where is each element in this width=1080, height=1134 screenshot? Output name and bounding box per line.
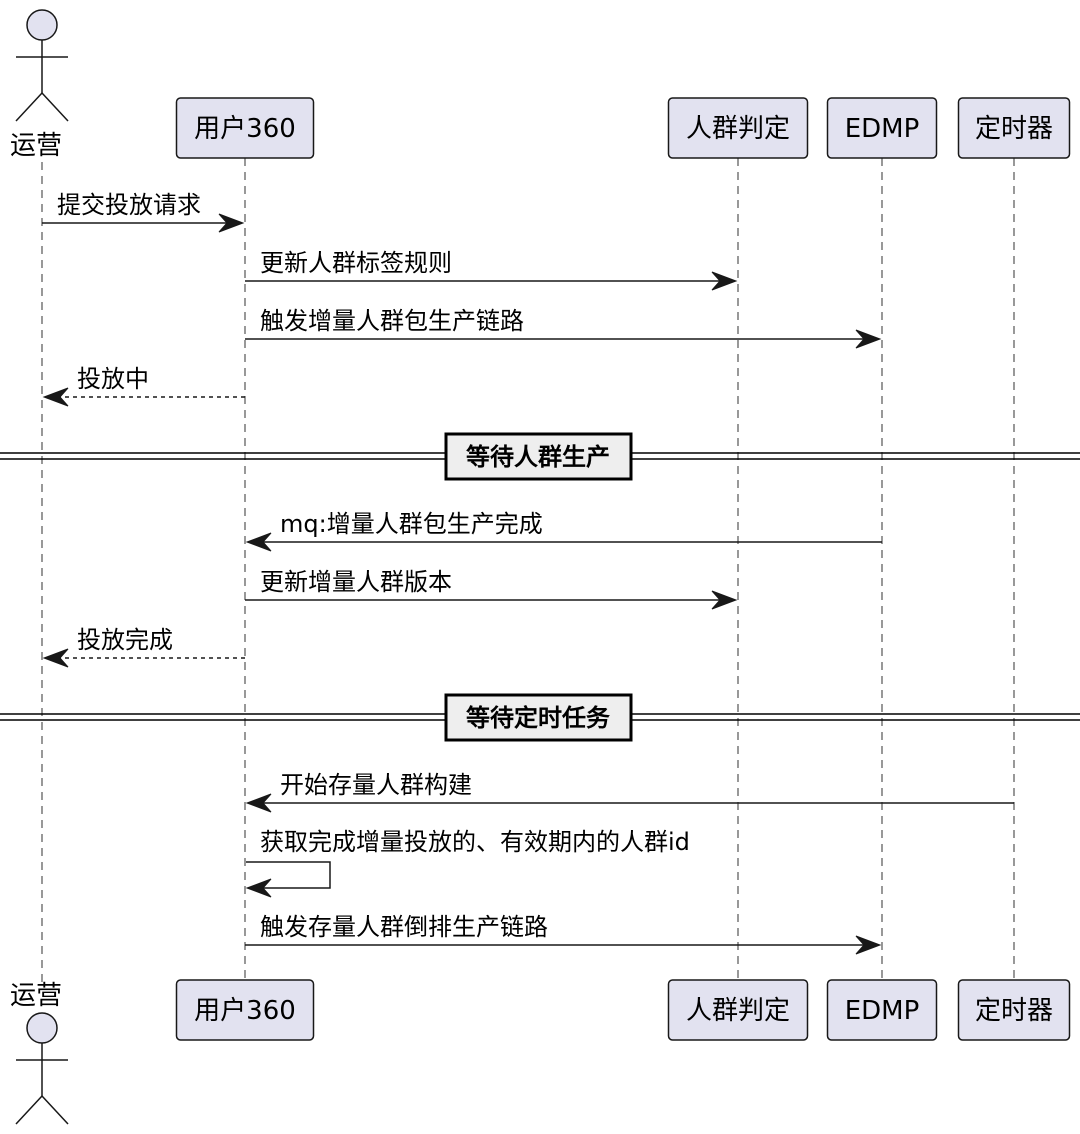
message-label: 提交投放请求 — [57, 191, 201, 219]
participant-label-crowd: 人群判定 — [686, 114, 790, 144]
divider-8: 等待定时任务 — [0, 693, 1080, 742]
participant-label-edmp: EDMP — [845, 996, 920, 1026]
divider-label: 等待定时任务 — [466, 704, 611, 732]
participant-label-timer: 定时器 — [975, 996, 1053, 1026]
arrowhead — [42, 648, 69, 668]
participant-crowd-top: 人群判定 — [667, 97, 809, 159]
message-2: 触发增量人群包生产链路 — [245, 307, 882, 349]
participant-timer-bottom: 定时器 — [957, 979, 1071, 1041]
participant-box — [667, 979, 809, 1041]
message-7: 投放完成 — [42, 626, 245, 668]
participant-box — [957, 97, 1071, 159]
arrowhead — [245, 878, 272, 898]
arrowhead — [855, 935, 882, 955]
arrowhead — [218, 213, 245, 233]
message-line — [246, 861, 331, 889]
message-label: 触发存量人群倒排生产链路 — [260, 913, 548, 941]
participant-timer-top: 定时器 — [957, 97, 1071, 159]
message-label: 开始存量人群构建 — [280, 771, 472, 799]
actor-ops-bottom — [15, 1012, 69, 1125]
participant-box — [175, 979, 315, 1041]
message-9: 开始存量人群构建 — [245, 771, 1014, 813]
arrowhead — [245, 532, 272, 552]
participant-u360-top: 用户360 — [175, 97, 315, 159]
arrowhead — [245, 793, 272, 813]
message-10: 获取完成增量投放的、有效期内的人群id — [245, 828, 690, 898]
arrowhead — [711, 271, 738, 291]
participant-label-ops-bottom: 运营 — [10, 981, 62, 1011]
divider-box — [444, 693, 633, 742]
participant-box — [826, 979, 938, 1041]
message-11: 触发存量人群倒排生产链路 — [245, 913, 882, 955]
message-label: 投放中 — [77, 365, 149, 393]
actor-head — [26, 9, 58, 41]
actor-leg-left — [15, 92, 43, 122]
actor-leg-left — [15, 1095, 43, 1125]
participant-box — [175, 97, 315, 159]
message-label: mq:增量人群包生产完成 — [280, 510, 543, 538]
arrowhead — [42, 387, 69, 407]
message-3: 投放中 — [42, 365, 245, 407]
message-6: 更新增量人群版本 — [245, 568, 738, 610]
message-5: mq:增量人群包生产完成 — [245, 510, 882, 552]
actor-leg-right — [41, 1095, 69, 1125]
participant-label-u360: 用户360 — [194, 114, 296, 144]
divider-label: 等待人群生产 — [466, 443, 610, 471]
actor-head — [26, 1012, 58, 1044]
participant-box — [957, 979, 1071, 1041]
participant-label-edmp: EDMP — [845, 114, 920, 144]
message-label: 触发增量人群包生产链路 — [260, 307, 524, 335]
actor-ops-top — [15, 9, 69, 122]
message-label: 投放完成 — [77, 626, 173, 654]
divider-4: 等待人群生产 — [0, 432, 1080, 481]
message-0: 提交投放请求 — [42, 191, 245, 233]
message-label: 获取完成增量投放的、有效期内的人群id — [260, 828, 690, 856]
participant-u360-bottom: 用户360 — [175, 979, 315, 1041]
divider-box — [444, 432, 633, 481]
participant-edmp-bottom: EDMP — [826, 979, 938, 1041]
participant-label-ops-top: 运营 — [10, 131, 62, 161]
actor-leg-right — [41, 92, 69, 122]
participant-box — [826, 97, 938, 159]
participant-label-timer: 定时器 — [975, 114, 1053, 144]
message-label: 更新增量人群版本 — [260, 568, 452, 596]
message-label: 更新人群标签规则 — [260, 249, 452, 277]
message-1: 更新人群标签规则 — [245, 249, 738, 291]
participant-edmp-top: EDMP — [826, 97, 938, 159]
arrowhead — [855, 329, 882, 349]
participant-label-u360: 用户360 — [194, 996, 296, 1026]
participant-box — [667, 97, 809, 159]
participant-label-crowd: 人群判定 — [686, 996, 790, 1026]
participant-crowd-bottom: 人群判定 — [667, 979, 809, 1041]
arrowhead — [711, 590, 738, 610]
